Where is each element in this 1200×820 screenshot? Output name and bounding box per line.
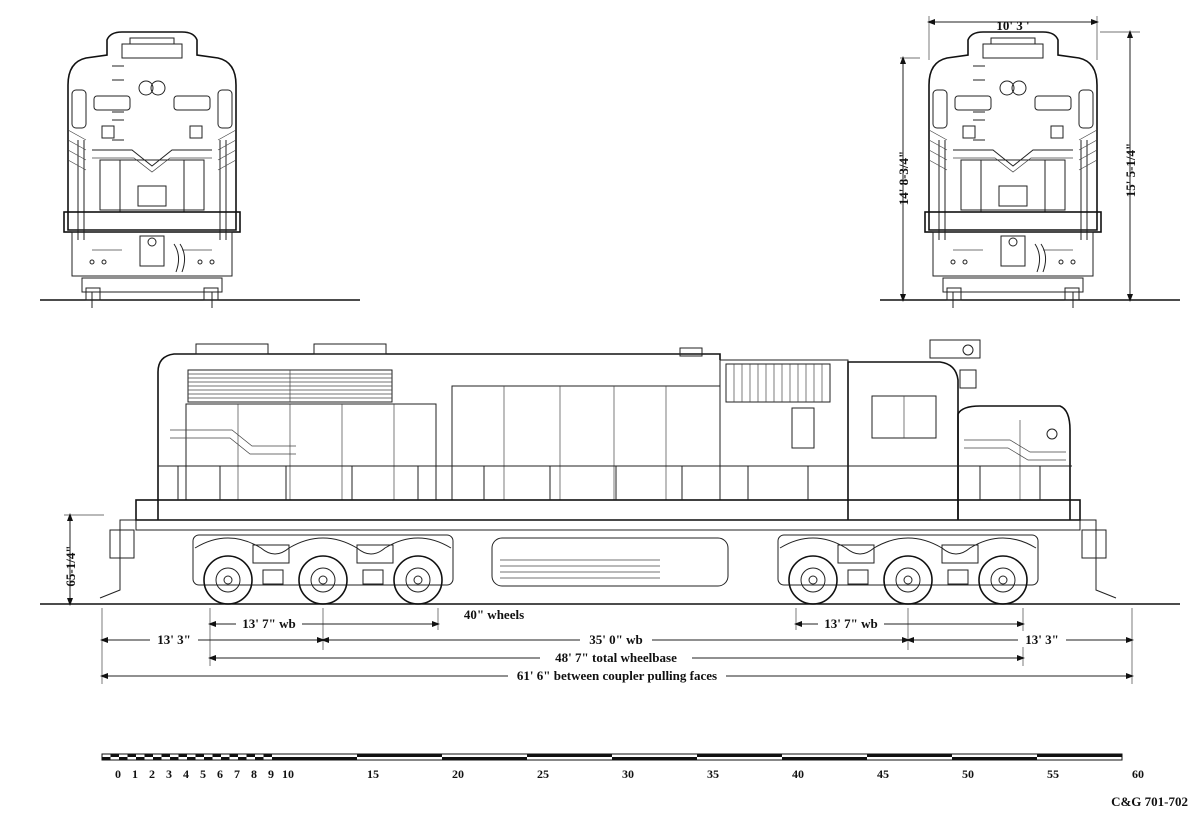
scale-segment xyxy=(161,754,170,757)
side-view-dimensions: 65-1/4" 40" wheels 13' 7" wb 13' 7" wb 1… xyxy=(63,513,1134,684)
scale-tick-label: 2 xyxy=(149,767,155,781)
scale-segment xyxy=(229,754,238,757)
left-truck-wheelbase-label: 13' 7" wb xyxy=(242,616,295,631)
side-elevation-view xyxy=(40,339,1180,605)
scale-segment xyxy=(1037,754,1122,757)
scale-segment xyxy=(170,757,179,760)
scale-segment xyxy=(102,757,111,760)
scale-segment xyxy=(212,754,221,757)
overall-length-label: 61' 6" between coupler pulling faces xyxy=(517,668,717,683)
overall-height-dimension-label: 15' 5-1/4" xyxy=(1123,143,1138,198)
scale-tick-label: 55 xyxy=(1047,767,1059,781)
scale-tick-label: 0 xyxy=(115,767,121,781)
scale-segment xyxy=(442,757,527,760)
scale-tick-label: 8 xyxy=(251,767,257,781)
scale-tick-label: 45 xyxy=(877,767,889,781)
coupler-height-label: 65-1/4" xyxy=(63,545,78,586)
scale-segment xyxy=(697,754,782,757)
scale-segment xyxy=(195,754,204,757)
scale-segment xyxy=(221,757,230,760)
scale-tick-label: 25 xyxy=(537,767,549,781)
scale-segment xyxy=(127,754,136,757)
scale-segment xyxy=(238,757,247,760)
scale-tick-label: 7 xyxy=(234,767,240,781)
wheel-diameter-label: 40" wheels xyxy=(464,607,524,622)
scale-segment xyxy=(204,757,213,760)
scale-tick-label: 40 xyxy=(792,767,804,781)
scale-segment xyxy=(246,754,255,757)
scale-tick-label: 10 xyxy=(282,767,294,781)
scale-tick-label: 9 xyxy=(268,767,274,781)
scale-tick-label: 3 xyxy=(166,767,172,781)
scale-segment xyxy=(357,754,442,757)
scale-tick-label: 35 xyxy=(707,767,719,781)
left-overhang-label: 13' 3" xyxy=(157,632,191,647)
scale-segment xyxy=(952,757,1037,760)
scale-segment xyxy=(272,757,357,760)
right-truck-wheelbase-label: 13' 7" wb xyxy=(824,616,877,631)
scale-segment xyxy=(612,757,697,760)
scale-segment xyxy=(110,754,119,757)
scale-tick-label: 5 xyxy=(200,767,206,781)
front-end-view: 10' 3 ' 14' 8-3/4" 15' 5-1/4" xyxy=(880,16,1180,309)
scale-segment xyxy=(136,757,145,760)
scale-tick-label: 1 xyxy=(132,767,138,781)
right-overhang-label: 13' 3" xyxy=(1025,632,1059,647)
scale-tick-label: 4 xyxy=(183,767,189,781)
scale-segment xyxy=(119,757,128,760)
width-dimension-label: 10' 3 ' xyxy=(996,18,1029,33)
scale-segment xyxy=(178,754,187,757)
truck-centers-label: 35' 0" wb xyxy=(589,632,642,647)
scale-segment xyxy=(144,754,153,757)
scale-segment xyxy=(153,757,162,760)
scale-tick-label: 15 xyxy=(367,767,379,781)
scale-tick-label: 20 xyxy=(452,767,464,781)
scale-tick-label: 30 xyxy=(622,767,634,781)
scale-segment xyxy=(527,754,612,757)
cab-height-dimension-label: 14' 8-3/4" xyxy=(896,151,911,206)
scale-tick-label: 50 xyxy=(962,767,974,781)
drawing-id: C&G 701-702 xyxy=(1111,794,1188,809)
scale-segment xyxy=(187,757,196,760)
scale-segment xyxy=(255,757,264,760)
scale-tick-label: 60 xyxy=(1132,767,1144,781)
scale-segment xyxy=(263,754,272,757)
scale-segment xyxy=(782,757,867,760)
scale-segment xyxy=(867,754,952,757)
rear-end-view xyxy=(40,31,360,309)
scale-tick-label: 6 xyxy=(217,767,223,781)
total-wheelbase-label: 48' 7" total wheelbase xyxy=(555,650,677,665)
